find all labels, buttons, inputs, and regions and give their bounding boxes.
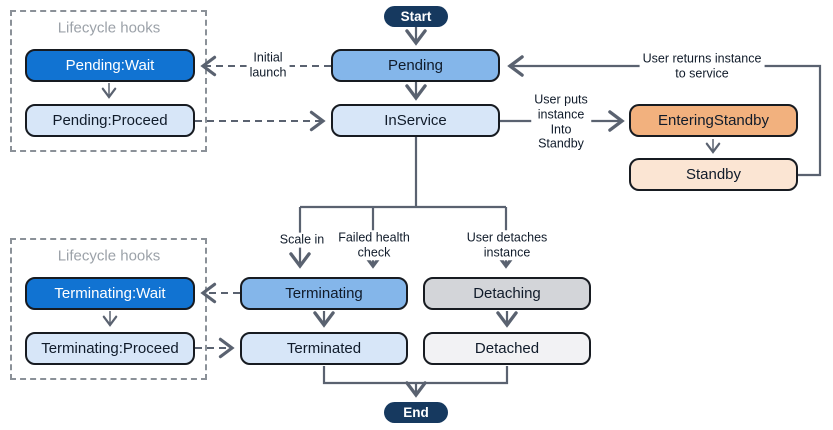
state-inservice: InService [331, 104, 500, 137]
lifecycle-hooks-bottom-group [10, 238, 207, 380]
state-pending-wait: Pending:Wait [25, 49, 195, 82]
state-detached: Detached [423, 332, 591, 365]
end-pill: End [384, 402, 448, 423]
lifecycle-hooks-bottom-title: Lifecycle hooks [57, 247, 161, 265]
state-terminating-proceed: Terminating:Proceed [25, 332, 195, 365]
edge-label-failed-health-check: Failed health check [335, 230, 413, 260]
state-standby: Standby [629, 158, 798, 191]
state-detaching: Detaching [423, 277, 591, 310]
edge-label-scale-in: Scale in [276, 232, 328, 248]
edge-label-initial-launch: Initial launch [246, 50, 290, 80]
state-pending-proceed: Pending:Proceed [25, 104, 195, 137]
start-pill: Start [384, 6, 448, 27]
state-pending: Pending [331, 49, 500, 82]
edge-label-user-returns-instance-to-service: User returns instance to service [639, 51, 765, 81]
edge-label-user-detaches-instance: User detaches instance [463, 230, 551, 260]
lifecycle-hooks-top-title: Lifecycle hooks [57, 19, 161, 37]
lifecycle-hooks-top-group [10, 10, 207, 152]
state-terminating: Terminating [240, 277, 408, 310]
state-terminated: Terminated [240, 332, 408, 365]
state-entering-standby: EnteringStandby [629, 104, 798, 137]
edge-label-user-puts-instance-into-standby: User puts instance Into Standby [531, 92, 591, 152]
state-terminating-wait: Terminating:Wait [25, 277, 195, 310]
